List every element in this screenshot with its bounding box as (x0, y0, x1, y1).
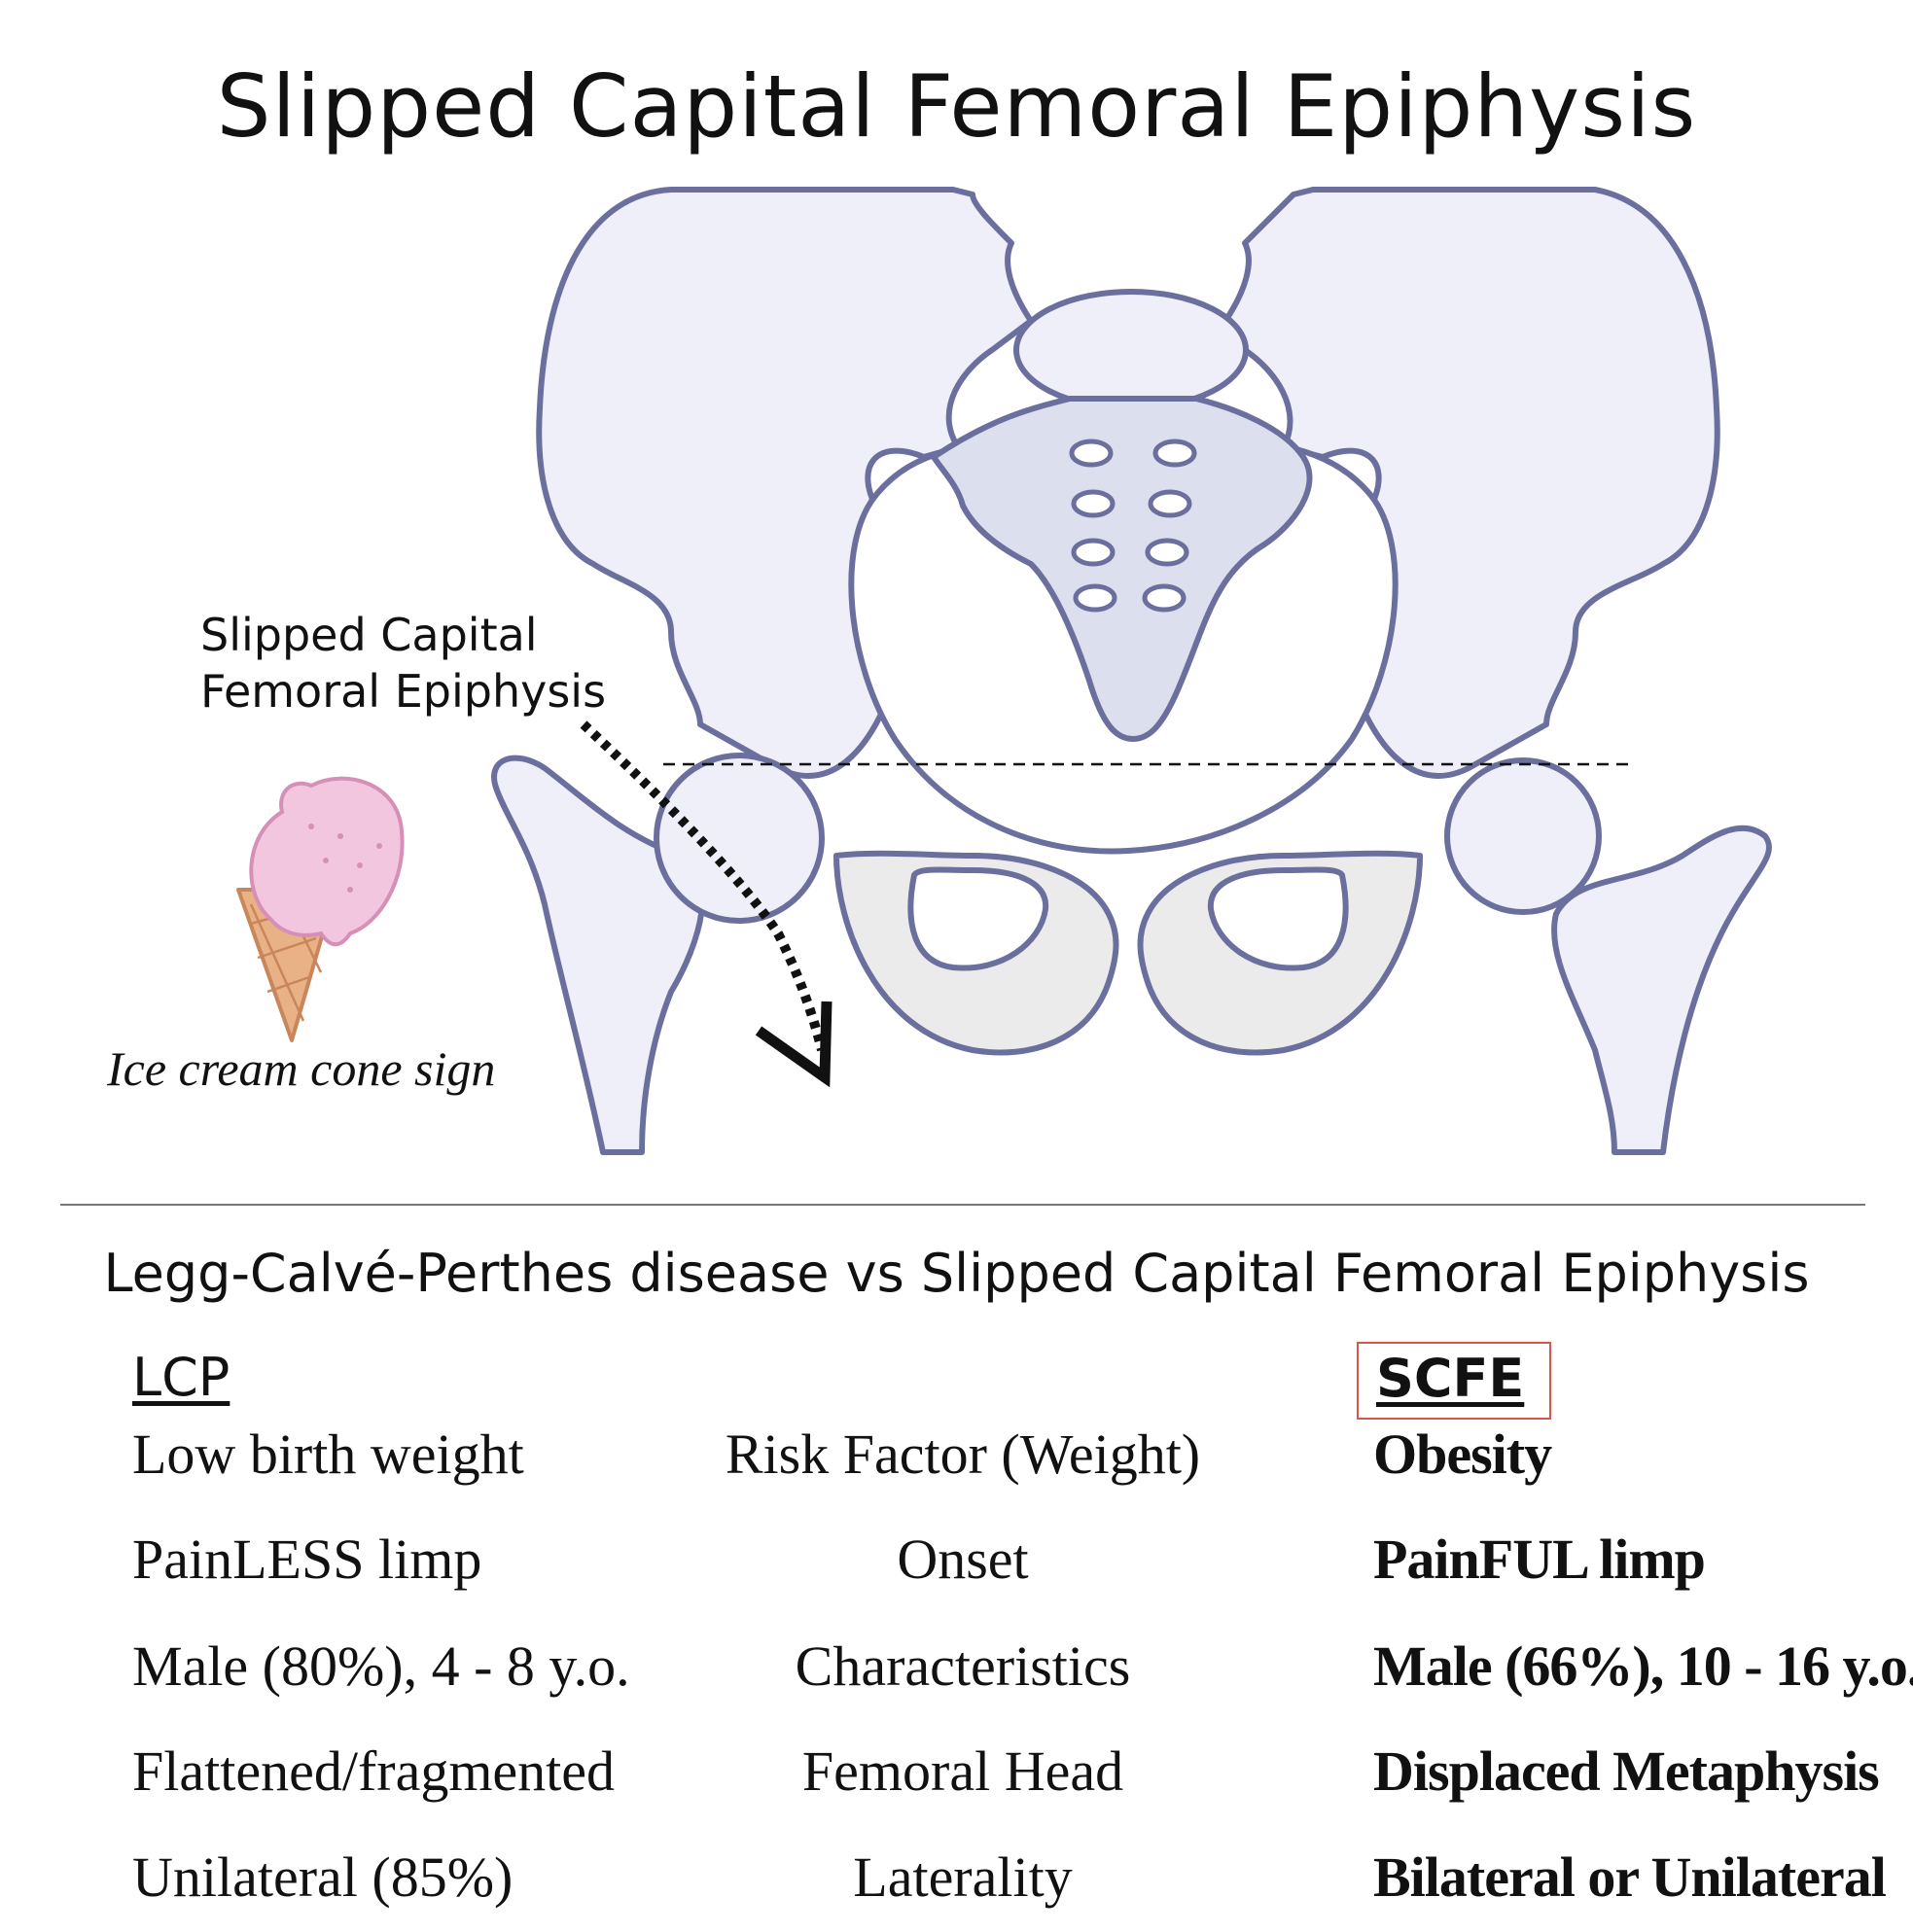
scfe-value: Bilateral or Unilateral (1373, 1845, 1887, 1909)
scfe-value: PainFUL limp (1373, 1528, 1706, 1591)
lcp-value: Male (80%), 4 - 8 y.o. (132, 1634, 630, 1698)
lcp-value: PainLESS limp (132, 1528, 482, 1591)
criterion-label: Onset (897, 1528, 1029, 1591)
comparison-row: Low birth weight Risk Factor (Weight) Ob… (0, 1422, 1913, 1509)
sacral-foramen (1071, 538, 1116, 567)
right-femur (1551, 825, 1772, 1155)
comparison-row: Unilateral (85%) Laterality Bilateral or… (0, 1844, 1913, 1932)
sacral-promontory (1013, 289, 1249, 411)
page-title: Slipped Capital Femoral Epiphysis (216, 56, 1697, 157)
pelvis-illustration (236, 187, 1772, 1155)
criterion-label: Characteristics (795, 1634, 1131, 1698)
sacral-foramen (1145, 538, 1189, 567)
right-femoral-head (1444, 757, 1602, 915)
sacrum (931, 396, 1313, 742)
scfe-value: Obesity (1373, 1423, 1552, 1486)
lcp-value: Unilateral (85%) (132, 1845, 514, 1909)
scfe-value: Displaced Metaphysis (1373, 1739, 1880, 1803)
lcp-value: Low birth weight (132, 1423, 524, 1486)
comparison-row: Flattened/fragmented Femoral Head Displa… (0, 1739, 1913, 1826)
sacral-foramen (1073, 583, 1117, 613)
lcp-value: Flattened/fragmented (132, 1739, 616, 1803)
left-femur (491, 755, 706, 1155)
sacral-foramen (1071, 489, 1116, 518)
comparison-row: PainLESS limp Onset PainFUL limp (0, 1527, 1913, 1614)
criterion-label: Risk Factor (Weight) (725, 1423, 1201, 1486)
sacral-foramen (1148, 489, 1192, 518)
slip-arrow (580, 720, 827, 1052)
callout-label-line2: Femoral Epiphysis (200, 665, 607, 718)
left-obturator-foramen (907, 866, 1049, 971)
ice-cream-cone-icon (236, 776, 405, 1042)
callout-label-line1: Slipped Capital (200, 609, 538, 661)
arrow-head (755, 1001, 833, 1088)
left-ilium (536, 187, 1034, 779)
sacral-foramen (1142, 583, 1187, 613)
scfe-column-header-box: SCFE (1357, 1342, 1551, 1420)
section-divider (60, 1204, 1865, 1206)
ice-cream-cone-caption: Ice cream cone sign (107, 1041, 496, 1096)
scfe-column-header: SCFE (1376, 1348, 1525, 1409)
scfe-value: Male (66%), 10 - 16 y.o. (1373, 1634, 1913, 1698)
comparison-heading: Legg-Calvé-Perthes disease vs Slipped Ca… (103, 1243, 1810, 1304)
sacral-foramen (1152, 439, 1197, 468)
criterion-label: Laterality (853, 1845, 1073, 1909)
comparison-row: Male (80%), 4 - 8 y.o. Characteristics M… (0, 1633, 1913, 1721)
criterion-label: Femoral Head (801, 1739, 1124, 1803)
sacral-foramen (1069, 439, 1114, 468)
lcp-column-header: LCP (132, 1347, 230, 1408)
right-obturator-foramen (1207, 866, 1349, 971)
left-femoral-head (654, 753, 825, 924)
